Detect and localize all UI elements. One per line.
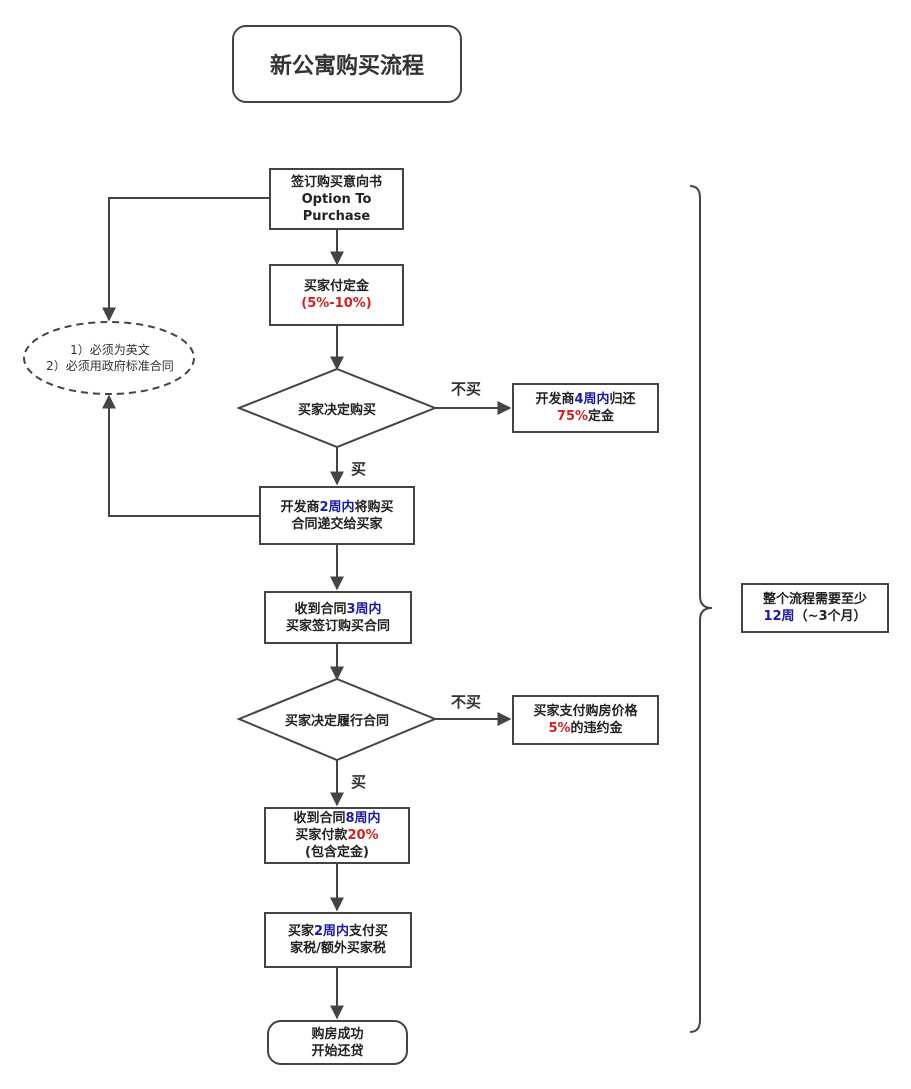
step-deliver-weeks: 2周内 xyxy=(319,499,355,515)
summary-line2: 12周（~3个月） xyxy=(763,608,866,625)
page-title: 新公寓购买流程 xyxy=(232,25,462,103)
edge-label-no-buy-1: 不买 xyxy=(451,380,482,398)
summary-months: （~3个月） xyxy=(794,609,867,624)
step-refund-percent: 75% xyxy=(556,409,589,424)
step-stamp-post: 支付买 xyxy=(349,924,389,939)
summary-weeks: 12周 xyxy=(763,609,795,624)
step-refund-line2: 75%定金 xyxy=(557,408,614,425)
step-sign-line1: 收到合同3周内 xyxy=(294,601,381,618)
step-sign-contract: 收到合同3周内 买家签订购买合同 xyxy=(264,591,412,644)
edge-label-buy-2: 买 xyxy=(351,773,367,791)
requirements-note: 1）必须为英文 2）必须用政府标准合同 xyxy=(24,322,196,394)
edge-label-no-buy-2: 不买 xyxy=(451,693,482,711)
requirements-note-ellipse xyxy=(23,321,195,395)
step-pay-line3: (包含定金) xyxy=(305,845,369,860)
step-done-line2: 开始还贷 xyxy=(311,1043,364,1059)
step-sign-pre: 收到合同 xyxy=(294,601,347,617)
step-option-line2: Option To xyxy=(301,191,372,207)
step-refund-line1: 开发商4周内归还 xyxy=(535,391,635,408)
step-deliver-post: 将购买 xyxy=(354,499,394,515)
step-option-line3: Purchase xyxy=(302,208,371,224)
step-penalty: 买家支付购房价格 5%的违约金 xyxy=(512,695,659,745)
note-line1: 1）必须为英文 xyxy=(70,343,150,357)
step-pay-weeks: 8周内 xyxy=(345,811,381,826)
step-deliver-line1: 开发商2周内将购买 xyxy=(280,499,393,516)
step-refund: 开发商4周内归还 75%定金 xyxy=(512,383,659,433)
step-penalty-line1: 买家支付购房价格 xyxy=(533,704,638,719)
step-pay-percent: 20% xyxy=(347,828,379,843)
step-penalty-percent: 5% xyxy=(548,721,571,736)
step-penalty-post: 的违约金 xyxy=(570,721,623,736)
edge-label-buy-1: 买 xyxy=(351,460,367,478)
connector-option-to-note xyxy=(102,197,269,322)
step-pay-pre: 收到合同 xyxy=(293,811,346,826)
step-deposit: 买家付定金 (5%-10%) xyxy=(269,264,404,326)
step-deposit-percent: (5%-10%) xyxy=(301,296,372,311)
step-deliver-pre: 开发商 xyxy=(280,499,320,515)
step-pay-line2-pre: 买家付款 xyxy=(295,828,348,843)
decision-buy-diamond xyxy=(236,367,438,449)
step-refund-post: 归还 xyxy=(609,392,636,407)
timeline-brace xyxy=(689,185,713,1033)
summary-line1: 整个流程需要至少 xyxy=(762,592,867,607)
step-pay-line2: 买家付款20% xyxy=(295,827,378,844)
step-option-to-purchase: 签订购买意向书 Option To Purchase xyxy=(269,168,404,230)
step-deposit-line1: 买家付定金 xyxy=(303,279,369,294)
step-refund-pre: 开发商 xyxy=(535,392,575,407)
connector-deliver-to-note xyxy=(102,394,259,517)
step-stamp-line2: 家税/额外买家税 xyxy=(290,941,386,956)
step-payment: 收到合同8周内 买家付款20% (包含定金) xyxy=(264,807,410,864)
step-deliver-line2: 合同递交给买家 xyxy=(291,516,383,532)
step-pay-line1: 收到合同8周内 xyxy=(293,810,380,827)
summary-box: 整个流程需要至少 12周（~3个月） xyxy=(741,583,889,633)
step-sign-weeks: 3周内 xyxy=(346,601,382,617)
step-stamp-line1: 买家2周内支付买 xyxy=(288,923,388,940)
step-refund-weeks: 4周内 xyxy=(574,392,610,407)
step-sign-line2: 买家签订购买合同 xyxy=(285,618,390,634)
step-deliver-contract: 开发商2周内将购买 合同递交给买家 xyxy=(259,486,415,545)
step-option-line1: 签订购买意向书 xyxy=(290,174,382,190)
step-stamp-duty: 买家2周内支付买 家税/额外买家税 xyxy=(264,912,412,968)
step-refund-post2: 定金 xyxy=(588,409,615,424)
decision-perform-diamond xyxy=(236,677,438,762)
step-stamp-weeks: 2周内 xyxy=(313,924,350,939)
step-stamp-pre: 买家 xyxy=(287,924,314,939)
note-line2: 2）必须用政府标准合同 xyxy=(46,359,174,373)
decision-buy-label: 买家决定购买 xyxy=(297,402,376,418)
step-penalty-line2: 5%的违约金 xyxy=(548,720,622,737)
decision-perform-label: 买家决定履行合同 xyxy=(284,713,389,729)
step-done-line1: 购房成功 xyxy=(311,1026,364,1042)
step-done: 购房成功 开始还贷 xyxy=(267,1020,408,1065)
